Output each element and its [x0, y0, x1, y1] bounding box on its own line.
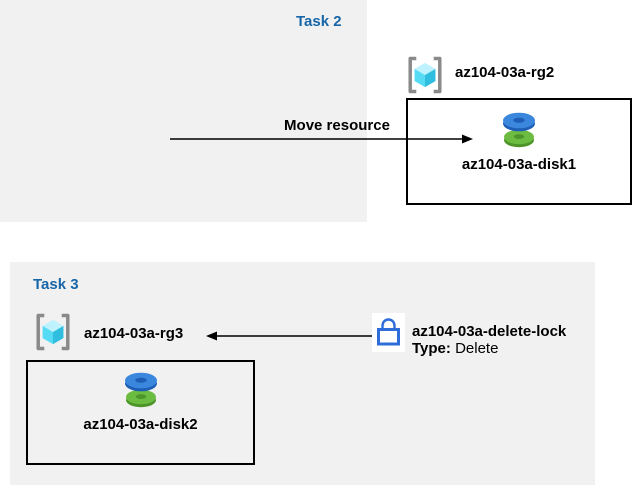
task3-resource-box: [26, 360, 255, 465]
task3-panel: [10, 262, 595, 485]
resource-group-icon: [32, 312, 74, 357]
disk-icon: [119, 370, 163, 415]
lock-arrow: [206, 331, 377, 341]
task3-title: Task 3: [33, 276, 79, 293]
move-resource-label: Move resource: [284, 117, 390, 134]
disk-name: az104-03a-disk2: [83, 416, 198, 433]
task2-resource-box: [406, 98, 632, 205]
resource-group-icon: [404, 55, 446, 100]
resource-group-name: az104-03a-rg3: [84, 325, 184, 342]
task2-panel: [0, 0, 367, 222]
lock-name: az104-03a-delete-lock: [412, 323, 567, 340]
disk-name: az104-03a-disk1: [461, 156, 577, 173]
resource-group-name: az104-03a-rg2: [455, 64, 555, 81]
disk-icon: [497, 110, 541, 155]
lock-type-label: Type:: [412, 340, 451, 357]
lock-type-value: Delete: [455, 340, 499, 357]
lock-icon: [372, 313, 405, 357]
task2-title: Task 2: [296, 13, 342, 30]
move-resource-arrow: [170, 134, 473, 144]
lock-type-line: Type: Delete: [412, 340, 499, 358]
